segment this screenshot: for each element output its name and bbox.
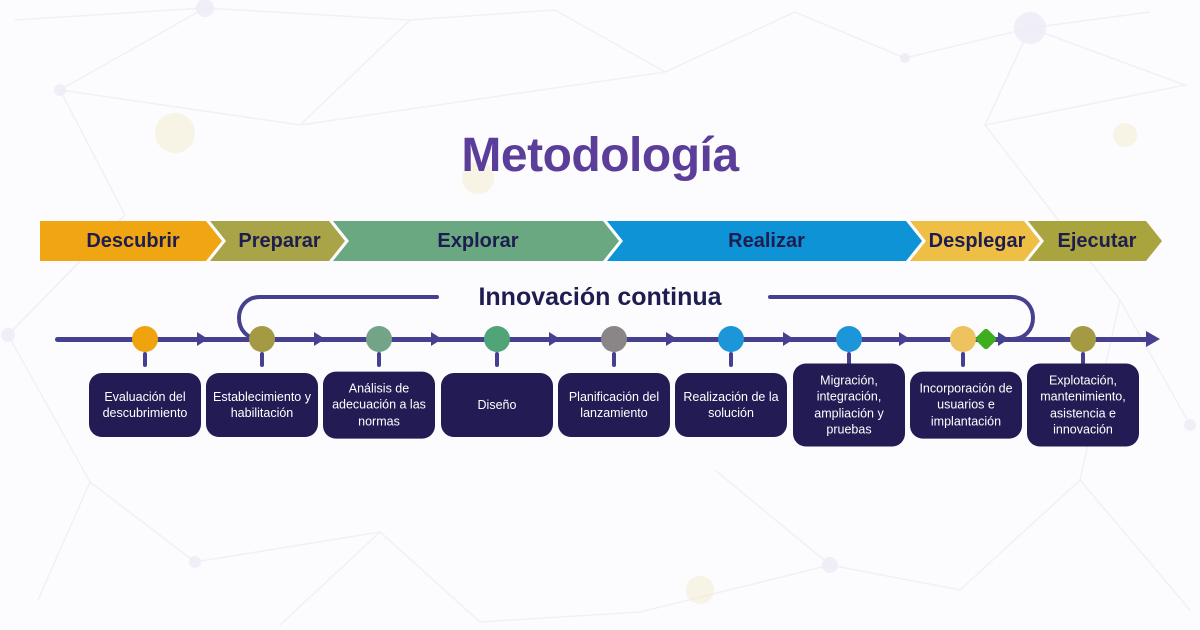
arrowhead-icon — [549, 332, 560, 346]
milestone-dot — [836, 326, 862, 352]
page-title: Metodología — [461, 129, 739, 182]
step-label: Realización de la solución — [683, 389, 779, 420]
step-label: Explotación, mantenimiento, asistencia e… — [1040, 373, 1126, 437]
connector-tick — [612, 352, 616, 367]
phase-label: Preparar — [238, 229, 321, 252]
step-label: Incorporación de usuarios e implantación — [919, 381, 1013, 429]
arrowhead-icon — [1146, 331, 1160, 347]
phase-label: Descubrir — [86, 229, 180, 252]
milestone-dot — [718, 326, 744, 352]
phase-explorar: Explorar — [333, 221, 619, 261]
connector-tick — [143, 352, 147, 367]
arrowhead-icon — [314, 332, 325, 346]
step-box: Diseño — [441, 373, 553, 437]
milestone-dot — [950, 326, 976, 352]
phase-label: Desplegar — [928, 229, 1026, 252]
step-box: Realización de la solución — [675, 373, 787, 437]
step-box: Establecimiento y habilitación — [206, 373, 318, 437]
milestone-dot — [1070, 326, 1096, 352]
phase-label: Realizar — [728, 229, 805, 252]
step-box: Explotación, mantenimiento, asistencia e… — [1027, 363, 1139, 447]
arrowhead-icon — [197, 332, 208, 346]
step-label: Evaluación del descubrimiento — [102, 389, 188, 420]
connector-tick — [847, 352, 851, 367]
step-label: Establecimiento y habilitación — [213, 389, 311, 420]
arrowhead-icon — [783, 332, 794, 346]
phase-label: Ejecutar — [1057, 229, 1137, 252]
connector-tick — [260, 352, 264, 367]
phase-label: Explorar — [437, 229, 519, 252]
phase-descubrir: Descubrir — [40, 221, 222, 261]
milestone-dot — [249, 326, 275, 352]
phase-desplegar: Desplegar — [910, 221, 1040, 261]
arrowhead-icon — [431, 332, 442, 346]
arrowhead-icon — [899, 332, 910, 346]
step-label: Migración, integración, ampliación y pru… — [814, 373, 884, 437]
phase-preparar: Preparar — [210, 221, 345, 261]
step-label: Planificación del lanzamiento — [568, 389, 660, 420]
arrowhead-icon — [666, 332, 677, 346]
arrowhead-icon — [998, 332, 1009, 346]
connector-tick — [961, 352, 965, 367]
step-box: Planificación del lanzamiento — [558, 373, 670, 437]
milestone-dot — [366, 326, 392, 352]
phase-realizar: Realizar — [607, 221, 922, 261]
connector-tick — [1081, 352, 1085, 367]
step-box: Incorporación de usuarios e implantación — [910, 371, 1022, 439]
connector-tick — [377, 352, 381, 367]
milestone-dot — [132, 326, 158, 352]
phase-ejecutar: Ejecutar — [1028, 221, 1162, 261]
connector-tick — [729, 352, 733, 367]
step-label: Diseño — [477, 397, 517, 412]
milestone-dot — [484, 326, 510, 352]
connector-tick — [495, 352, 499, 367]
step-box: Evaluación del descubrimiento — [89, 373, 201, 437]
milestone-dot — [601, 326, 627, 352]
innovation-loop-label: Innovación continua — [478, 282, 722, 311]
step-label: Análisis de adecuación a las normas — [332, 381, 426, 429]
step-box: Migración, integración, ampliación y pru… — [793, 363, 905, 447]
step-box: Análisis de adecuación a las normas — [323, 371, 435, 439]
